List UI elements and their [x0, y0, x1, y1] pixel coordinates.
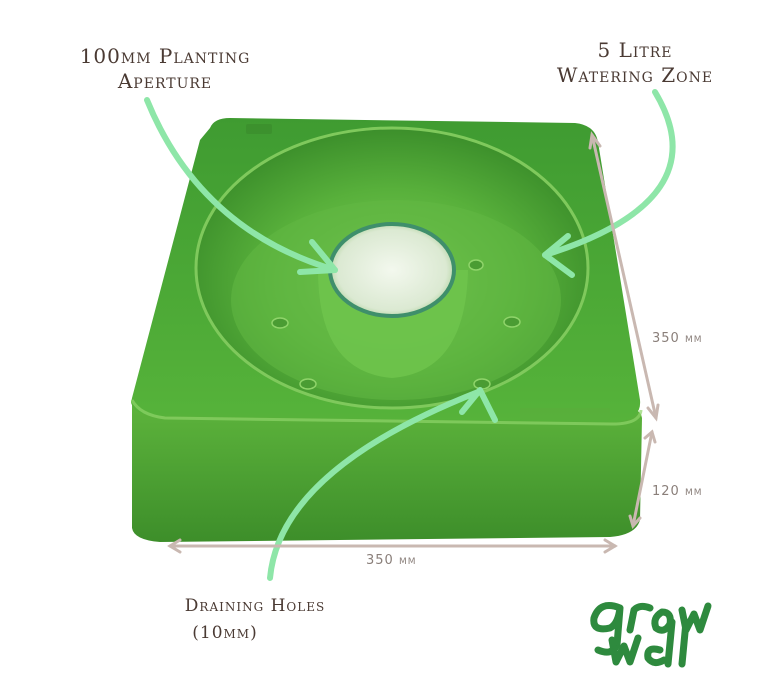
- zone-arrowhead: [542, 233, 575, 278]
- depth-arrow-top: [588, 131, 602, 150]
- drain-hole-5: [271, 317, 289, 329]
- callout-zone-line-1: 5 Litre: [597, 38, 673, 62]
- width-arrow-right: [603, 538, 618, 554]
- callout-arrows: [144, 89, 676, 581]
- dimension-height-label: 120 mm: [652, 484, 703, 499]
- growwell-logo: [590, 602, 712, 668]
- depth-line: [590, 133, 658, 420]
- aperture-arrowhead: [297, 239, 338, 275]
- height-arrow-bottom: [628, 514, 642, 530]
- embossed-text-mark: [520, 408, 610, 420]
- holes-arrowhead: [459, 387, 498, 423]
- drain-hole-4: [299, 378, 317, 390]
- aperture-arrow: [144, 97, 338, 273]
- drain-hole-1: [468, 259, 484, 271]
- dimension-depth-label: 350 mm: [652, 331, 703, 346]
- holes-arrow: [267, 389, 481, 581]
- embossed-logo-mark: [246, 124, 272, 134]
- callout-holes-line-2: (10mm): [192, 623, 258, 644]
- callout-draining-holes: Draining Holes (10mm): [160, 596, 350, 645]
- callout-zone-line-2: Watering Zone: [556, 63, 714, 87]
- callout-holes-line-1: Draining Holes: [184, 596, 326, 616]
- height-arrow-top: [643, 429, 657, 444]
- depth-arrow-bottom: [646, 403, 660, 422]
- planting-aperture: [328, 222, 456, 318]
- callout-planting-aperture: 100mm Planting Aperture: [70, 44, 260, 94]
- planter-body: [130, 118, 643, 542]
- front-wall: [131, 396, 642, 542]
- rim-highlight: [130, 399, 643, 426]
- dimension-lines: [167, 131, 660, 554]
- callout-watering-zone: 5 Litre Watering Zone: [545, 38, 725, 88]
- drain-hole-2: [503, 316, 521, 328]
- callout-aperture-line-1: 100mm Planting: [79, 44, 251, 68]
- drain-hole-3: [473, 378, 491, 390]
- callout-aperture-line-2: Aperture: [117, 69, 213, 93]
- zone-arrow: [542, 89, 676, 258]
- dimension-width-label: 350 mm: [366, 553, 417, 568]
- width-arrow-left: [167, 538, 182, 554]
- height-line: [631, 430, 654, 528]
